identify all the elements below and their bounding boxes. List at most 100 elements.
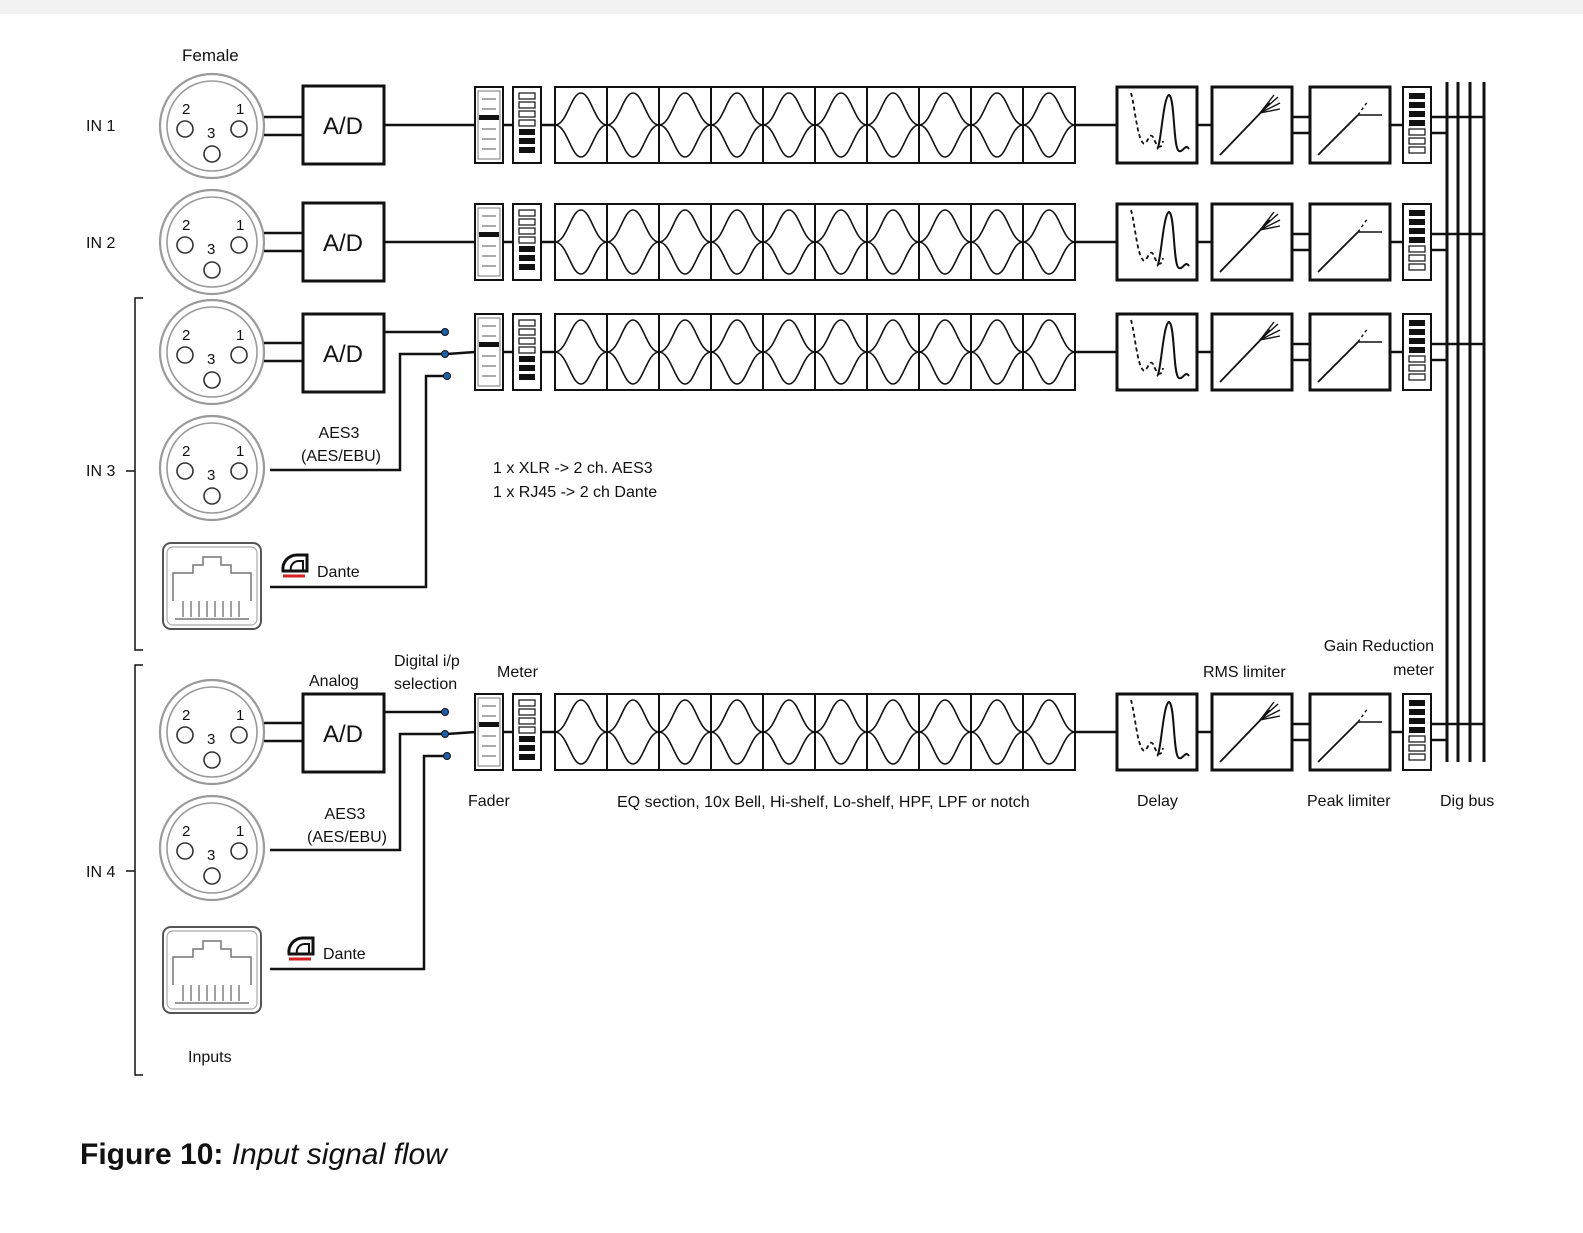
processing-chain xyxy=(474,692,1484,772)
rms-limiter-label: RMS limiter xyxy=(1203,664,1286,681)
figure-title: Input signal flow xyxy=(231,1138,447,1171)
ad-converter: A/D xyxy=(301,312,386,394)
svg-text:1: 1 xyxy=(236,443,244,460)
processing-chain xyxy=(474,85,1484,165)
eq-bell-icon xyxy=(658,693,712,771)
gain-reduction-meter-icon xyxy=(1402,693,1432,771)
page-top-strip xyxy=(0,0,1583,14)
aes3-label: AES3 xyxy=(319,425,360,442)
svg-text:A/D: A/D xyxy=(323,230,363,257)
dante-label: Dante xyxy=(317,564,360,581)
xlr-connector-icon: 2 1 3 xyxy=(158,794,266,902)
figure-caption: Figure 10: Input signal flow xyxy=(80,1138,447,1172)
selection-label: selection xyxy=(394,676,457,693)
meter-icon xyxy=(512,86,542,164)
peak-limiter-icon xyxy=(1308,85,1392,165)
eq-bell-icon xyxy=(866,203,920,281)
gain-reduction-label: Gain Reduction xyxy=(1324,638,1434,655)
eq-section-label: EQ section, 10x Bell, Hi-shelf, Lo-shelf… xyxy=(617,794,1030,811)
svg-text:A/D: A/D xyxy=(323,341,363,368)
eq-bell-icon xyxy=(1022,203,1076,281)
eq-bell-icon xyxy=(918,203,972,281)
eq-bell-icon xyxy=(762,693,816,771)
delay-label: Delay xyxy=(1137,793,1178,810)
eq-bell-icon xyxy=(970,693,1024,771)
gain-reduction-meter-label: meter xyxy=(1393,662,1435,679)
eq-bell-icon xyxy=(554,203,608,281)
svg-text:A/D: A/D xyxy=(323,113,363,140)
meter-icon xyxy=(512,313,542,391)
xlr-connector-icon: 2 1 3 xyxy=(158,188,266,296)
eq-bell-icon xyxy=(554,693,608,771)
svg-text:2: 2 xyxy=(182,217,190,234)
delay-icon xyxy=(1115,85,1199,165)
eq-bell-icon xyxy=(814,693,868,771)
svg-text:2: 2 xyxy=(182,707,190,724)
signal-flow-diagram: Female IN 1 IN 2 IN 3 IN 4 2 1 3 2 1 3 2… xyxy=(86,46,1494,1076)
fader-label: Fader xyxy=(468,793,510,810)
figure-number: Figure 10: xyxy=(80,1138,224,1171)
dante-logo-icon xyxy=(287,936,315,961)
eq-bell-icon xyxy=(814,86,868,164)
svg-text:3: 3 xyxy=(207,847,215,864)
dig-bus-label: Dig bus xyxy=(1440,793,1494,810)
in3-label: IN 3 xyxy=(86,463,115,480)
eq-bell-icon xyxy=(1022,313,1076,391)
ad-converter: A/D xyxy=(301,201,386,283)
meter-icon xyxy=(512,693,542,771)
delay-icon xyxy=(1115,692,1199,772)
eq-bell-icon xyxy=(710,203,764,281)
eq-bell-icon xyxy=(918,86,972,164)
peak-limiter-icon xyxy=(1308,202,1392,282)
eq-bell-icon xyxy=(1022,86,1076,164)
svg-text:2: 2 xyxy=(182,823,190,840)
ad-converter: A/D xyxy=(301,692,386,774)
svg-text:1: 1 xyxy=(236,327,244,344)
meter-label: Meter xyxy=(497,664,539,681)
eq-bell-icon xyxy=(658,86,712,164)
eq-bell-icon xyxy=(710,86,764,164)
svg-text:2: 2 xyxy=(182,327,190,344)
svg-text:3: 3 xyxy=(207,241,215,258)
rms-limiter-icon xyxy=(1210,202,1294,282)
eq-bell-icon xyxy=(762,203,816,281)
gain-reduction-meter-icon xyxy=(1402,313,1432,391)
dante-label: Dante xyxy=(323,946,366,963)
svg-text:3: 3 xyxy=(207,467,215,484)
in3-bracket xyxy=(134,297,143,651)
delay-icon xyxy=(1115,312,1199,392)
in1-label: IN 1 xyxy=(86,118,115,135)
eq-bell-icon xyxy=(970,203,1024,281)
in4-label: IN 4 xyxy=(86,864,115,881)
eq-bell-icon xyxy=(970,313,1024,391)
rms-limiter-icon xyxy=(1210,312,1294,392)
note-line-1: 1 x XLR -> 2 ch. AES3 xyxy=(493,460,653,477)
fader-icon xyxy=(474,693,504,771)
digital-ip-label: Digital i/p xyxy=(394,653,460,670)
xlr-connector-icon: 2 1 3 xyxy=(158,678,266,786)
eq-bell-icon xyxy=(658,203,712,281)
eq-bell-icon xyxy=(710,313,764,391)
gain-reduction-meter-icon xyxy=(1402,86,1432,164)
dig-bus-lines xyxy=(1445,82,1486,762)
aes3-label: AES3 xyxy=(325,806,366,823)
svg-text:3: 3 xyxy=(207,731,215,748)
svg-text:2: 2 xyxy=(182,101,190,118)
eq-bell-icon xyxy=(866,86,920,164)
delay-icon xyxy=(1115,202,1199,282)
eq-bell-icon xyxy=(606,313,660,391)
peak-limiter-icon xyxy=(1308,692,1392,772)
fader-icon xyxy=(474,203,504,281)
svg-text:1: 1 xyxy=(236,101,244,118)
processing-chain xyxy=(474,202,1484,282)
fader-icon xyxy=(474,313,504,391)
rms-limiter-icon xyxy=(1210,692,1294,772)
eq-bell-icon xyxy=(762,86,816,164)
eq-bell-icon xyxy=(1022,693,1076,771)
peak-limiter-label: Peak limiter xyxy=(1307,793,1391,810)
note-line-2: 1 x RJ45 -> 2 ch Dante xyxy=(493,484,657,501)
rj45-connector-icon xyxy=(162,926,262,1014)
ad-converter: A/D xyxy=(301,84,386,166)
analog-label: Analog xyxy=(309,673,359,690)
svg-text:1: 1 xyxy=(236,217,244,234)
